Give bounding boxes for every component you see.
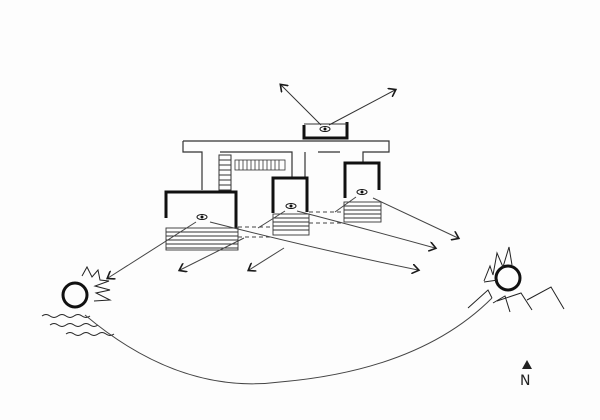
vertical-stair <box>218 154 232 191</box>
sun-path-arc <box>84 297 493 385</box>
view-arrow <box>372 197 458 238</box>
view-line <box>334 196 357 213</box>
view-arrow <box>328 90 395 126</box>
bridge-connector <box>182 140 390 190</box>
sunset-west <box>41 265 115 336</box>
view-arrow <box>108 221 197 278</box>
eye-icon <box>285 203 297 209</box>
view-arrow <box>296 210 435 248</box>
view-arrow <box>249 247 285 270</box>
sunrise-east <box>467 246 565 313</box>
north-arrow-icon <box>522 360 532 369</box>
view-arrows <box>108 196 458 278</box>
horizontal-ramp <box>234 159 286 171</box>
eye-icon <box>356 189 368 195</box>
sun-icon <box>61 281 89 309</box>
water-waves-icon <box>41 314 115 336</box>
eye-icon <box>196 214 208 220</box>
view-arrow <box>281 85 322 126</box>
mountains-icon <box>467 286 565 313</box>
sun-icon <box>494 264 522 292</box>
view-arrow <box>180 237 245 270</box>
eye-icon <box>319 126 331 132</box>
north-arrow <box>522 360 532 369</box>
view-line <box>257 210 286 229</box>
large-left-block <box>164 190 239 251</box>
middle-block <box>271 176 310 236</box>
dashed-links <box>238 211 344 238</box>
view-arrow <box>209 221 418 270</box>
north-label: N <box>520 373 531 389</box>
top-viewing-box <box>281 85 395 140</box>
right-block <box>343 161 382 223</box>
